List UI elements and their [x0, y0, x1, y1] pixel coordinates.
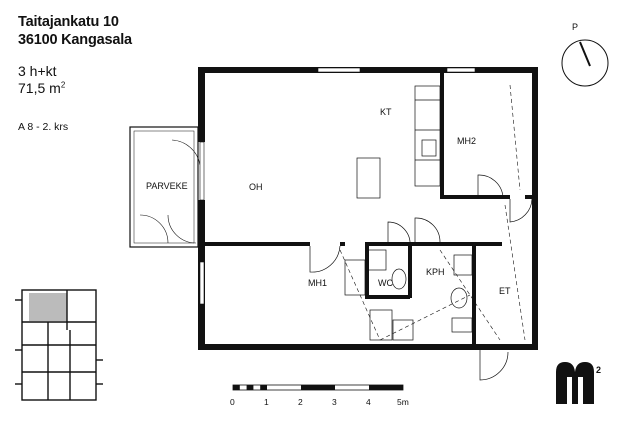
- scale-tick-label: 1: [264, 397, 269, 407]
- room-label-kph: KPH: [426, 267, 445, 277]
- scale-tick-label: 0: [230, 397, 235, 407]
- m2-logo: 2: [556, 362, 601, 404]
- room-label-wc: WC: [378, 278, 393, 288]
- interior-walls: [205, 73, 533, 344]
- scale-tick-label: 2: [298, 397, 303, 407]
- dashed-lines: [339, 84, 526, 341]
- key-plan: [15, 289, 103, 401]
- apartment-area: 71,5 m2: [18, 80, 66, 96]
- room-label-oh: OH: [249, 182, 263, 192]
- doors: [309, 174, 533, 381]
- scale-tick-label: 5m: [397, 397, 409, 407]
- compass-north-label: P: [572, 22, 578, 32]
- logo-superscript: 2: [596, 365, 601, 375]
- scale-tick-label: 3: [332, 397, 337, 407]
- apartment-unit: A 8 - 2. krs: [18, 121, 69, 133]
- bathroom-fixtures: [344, 249, 473, 341]
- compass: P: [561, 22, 609, 87]
- outer-walls: [198, 67, 538, 350]
- scale-tick-label: 4: [366, 397, 371, 407]
- room-label-mh1: MH1: [308, 278, 327, 288]
- address-street: Taitajankatu 10: [18, 14, 119, 30]
- room-count: 3 h+kt: [18, 63, 57, 79]
- room-label-kt: KT: [380, 107, 392, 117]
- address-city: 36100 Kangasala: [18, 32, 132, 48]
- windows: [199, 67, 476, 305]
- kitchen: [356, 85, 441, 199]
- balcony: [129, 126, 201, 248]
- scale-bar: [232, 384, 404, 391]
- room-label-et: ET: [499, 286, 511, 296]
- room-label-parveke: PARVEKE: [146, 181, 188, 191]
- room-label-mh2: MH2: [457, 136, 476, 146]
